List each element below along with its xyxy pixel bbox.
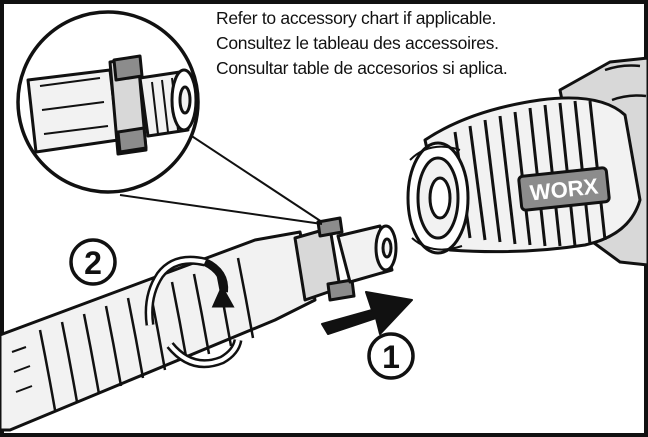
power-tool-body	[406, 56, 648, 267]
brand-logo-panel	[517, 166, 611, 212]
step-2-number: 2	[84, 245, 102, 281]
zoom-callout	[16, 10, 323, 225]
extension-wand	[0, 216, 398, 432]
rotation-arrow-icon	[144, 255, 243, 369]
instruction-english: Refer to accessory chart if applicable.	[216, 8, 497, 28]
instruction-french: Consultez le tableau des accessoires.	[216, 33, 499, 53]
step-1-badge	[367, 332, 415, 380]
instruction-spanish: Consultar table de accesorios si aplica.	[216, 58, 508, 78]
step-2-badge	[69, 238, 117, 286]
push-arrow-icon	[321, 291, 413, 335]
step-1-number: 1	[382, 339, 400, 375]
